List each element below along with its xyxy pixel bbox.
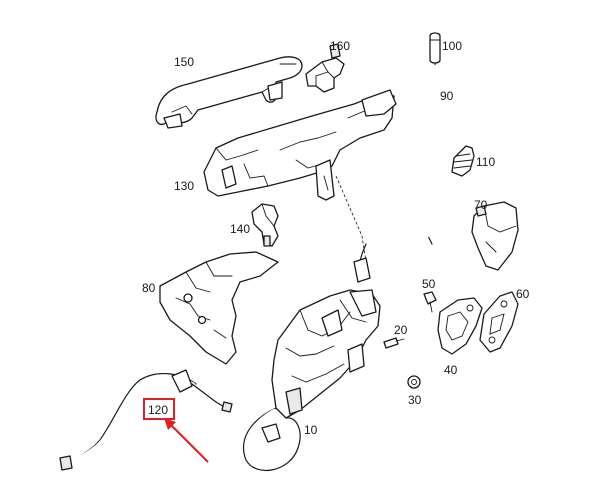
label-40: 40: [444, 363, 458, 377]
label-20: 20: [394, 323, 408, 337]
part-130-handle-carrier: [203, 89, 397, 201]
part-50-striker-bolt: [423, 291, 437, 313]
label-120: 120: [148, 403, 168, 417]
highlight-arrow: [169, 423, 209, 463]
part-80-bracket: [159, 251, 279, 365]
label-140: 140: [230, 222, 250, 236]
part-10-latch-assembly: [242, 243, 381, 471]
part-120-bowden-cable: [59, 369, 233, 471]
label-10: 10: [304, 423, 318, 437]
highlight-arrowhead: [164, 418, 176, 430]
label-110: 110: [476, 155, 495, 169]
part-140-lever: [251, 203, 279, 247]
part-70-cover: [471, 201, 519, 271]
label-100: 100: [442, 39, 462, 53]
label-60: 60: [516, 287, 530, 301]
label-80: 80: [142, 281, 156, 295]
part-90-locking-rod: [410, 63, 438, 245]
label-70: 70: [474, 198, 488, 212]
part-40-striker: [437, 297, 483, 355]
label-30: 30: [408, 393, 422, 407]
part-110-grommet: [451, 145, 475, 177]
part-100-lock-knob: [429, 32, 441, 64]
label-160: 160: [330, 39, 350, 53]
label-130: 130: [174, 179, 194, 193]
part-20-screw: [383, 337, 405, 349]
part-150-outer-handle: [155, 56, 303, 129]
label-90: 90: [440, 89, 454, 103]
label-50: 50: [422, 277, 436, 291]
part-160-lock-cap: [305, 43, 345, 93]
label-150: 150: [174, 55, 194, 69]
highlight-box-120: [143, 398, 175, 420]
part-60-shim: [479, 291, 519, 353]
part-30-bolt: [407, 375, 421, 389]
